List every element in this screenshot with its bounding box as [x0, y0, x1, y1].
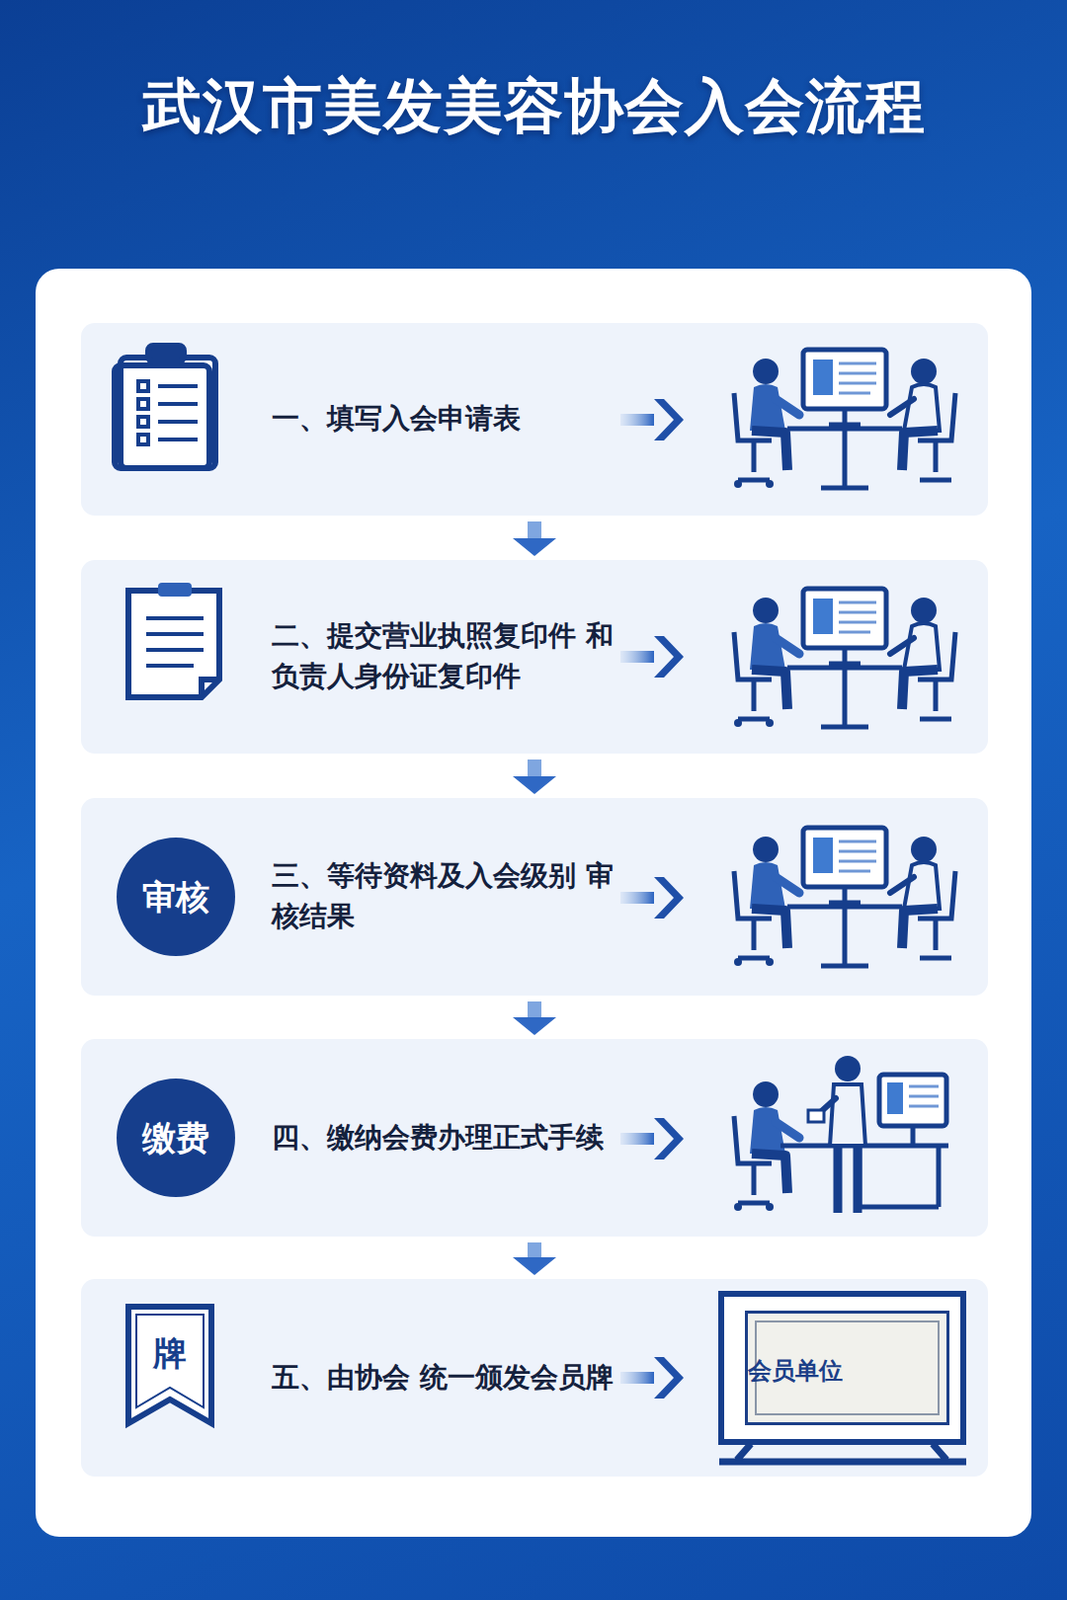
step-chevron: [620, 877, 684, 919]
plaque-banner: 牌: [120, 1301, 220, 1430]
step-card: 四、缴纳会费办理正式手续缴费: [81, 1039, 988, 1237]
flow-arrow: [512, 1242, 557, 1276]
step-card: 三、等待资料及入会级别 审核结果审核: [81, 798, 988, 996]
step-chevron: [620, 1118, 684, 1160]
node-label: 牌: [120, 1329, 220, 1379]
step-chevron: [620, 399, 684, 441]
payment-illustration: [734, 1056, 949, 1214]
diagram-title: 武汉市美发美容协会入会流程: [0, 67, 1067, 148]
node-label: 会员单位: [747, 1354, 947, 1390]
step-text: 三、等待资料及入会级别 审核结果: [271, 856, 618, 937]
certificate-stand: [719, 1294, 967, 1463]
white-panel: [35, 268, 1032, 1538]
step-badge: 缴费: [116, 1078, 236, 1198]
step-badge: 审核: [116, 837, 236, 957]
clipboard-icon: [114, 345, 216, 469]
card-grounds: [81, 323, 988, 1478]
flow-arrow: [512, 521, 557, 557]
step-chevron: [620, 636, 684, 678]
step-text: 一、填写入会申请表: [271, 399, 618, 440]
meeting-illustration: [734, 588, 956, 728]
step-card: 二、提交营业执照复印件 和负责人身份证复印件: [81, 560, 988, 754]
step-card: 五、由协会 统一颁发会员牌 牌会员单位: [81, 1279, 988, 1478]
flow-arrow: [512, 759, 557, 795]
step-card: 一、填写入会申请表: [81, 323, 988, 516]
document-icon: [128, 582, 220, 698]
step-text: 四、缴纳会费办理正式手续: [271, 1118, 618, 1159]
node-label: 审核: [116, 877, 236, 918]
flow-arrow: [512, 1001, 557, 1036]
meeting-illustration: [734, 349, 956, 489]
step-chevron: [620, 1357, 684, 1399]
meeting-illustration: [734, 827, 956, 967]
step-text: 五、由协会 统一颁发会员牌: [271, 1358, 618, 1399]
step-text: 二、提交营业执照复印件 和负责人身份证复印件: [271, 616, 618, 697]
member-certificate: 会员单位: [744, 1311, 950, 1426]
node-label: 缴费: [116, 1118, 236, 1159]
